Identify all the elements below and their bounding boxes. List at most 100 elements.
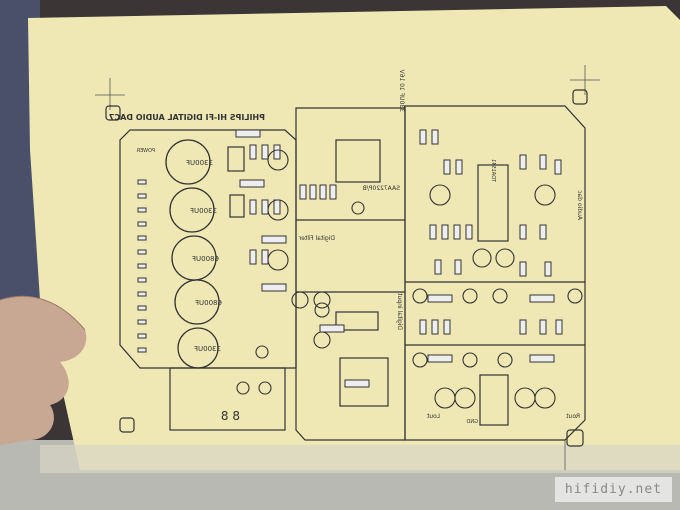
component-footprint <box>539 319 547 335</box>
component-footprint <box>431 319 439 335</box>
digital-input-label: Digital input <box>396 293 403 330</box>
component-footprint <box>555 319 563 335</box>
component-footprint <box>137 179 147 185</box>
capacitor-footprint <box>412 352 428 368</box>
component-footprint <box>273 144 281 160</box>
component-footprint <box>519 261 527 277</box>
component-footprint <box>529 354 555 363</box>
cap-label: 6800UF <box>192 255 219 263</box>
ics <box>227 139 509 426</box>
component-footprint <box>465 224 473 240</box>
capacitor-footprint <box>567 288 583 304</box>
component-footprint <box>137 235 147 241</box>
capacitor-footprint <box>412 288 428 304</box>
component-footprint <box>429 224 437 240</box>
component-footprint <box>519 319 527 335</box>
component-footprint <box>419 319 427 335</box>
component-footprint <box>249 199 257 215</box>
component-footprint <box>261 249 269 265</box>
component-footprint <box>519 224 527 240</box>
digital-board-outline <box>295 107 406 441</box>
component-footprint <box>137 193 147 199</box>
capacitor-footprint <box>314 302 330 318</box>
component-footprint <box>453 224 461 240</box>
component-footprint <box>431 129 439 145</box>
component-footprint <box>539 154 547 170</box>
capacitor-footprint <box>236 381 250 395</box>
capacitor-footprint <box>534 387 556 409</box>
component-footprint <box>539 224 547 240</box>
component-footprint <box>261 283 287 292</box>
cap-label: 3300UF <box>194 345 221 353</box>
component-footprint <box>137 291 147 297</box>
capacitor-footprint <box>454 387 476 409</box>
capacitor-footprint <box>534 184 556 206</box>
dac-chip-label: TDA1541 <box>490 159 496 183</box>
component-footprint <box>261 144 269 160</box>
component-footprint <box>344 379 370 388</box>
component-footprint <box>427 354 453 363</box>
small-components <box>137 129 563 388</box>
component-footprint <box>427 294 453 303</box>
component-footprint <box>455 159 463 175</box>
capacitor-footprint <box>313 291 331 309</box>
component-footprint <box>554 159 562 175</box>
capacitor-footprint <box>492 288 508 304</box>
display-digits: 8 8 <box>221 409 240 423</box>
component-footprint <box>235 129 261 138</box>
component-footprint <box>443 319 451 335</box>
component-footprint <box>137 333 147 339</box>
component-footprint <box>434 259 442 275</box>
component-footprint <box>249 249 257 265</box>
component-footprint <box>329 184 337 200</box>
capacitor-footprint <box>351 201 365 215</box>
component-footprint <box>441 224 449 240</box>
small-capacitors <box>236 149 583 409</box>
gnd-label: GND <box>466 419 478 425</box>
component-footprint <box>137 249 147 255</box>
capacitor-footprint <box>258 381 272 395</box>
capacitor-footprint <box>255 345 269 359</box>
component-footprint <box>261 199 269 215</box>
component-footprint <box>309 184 317 200</box>
board-title: PHILIPS HI-FI DIGITAL AUDIO DAC7 <box>109 113 265 122</box>
capacitor-footprint <box>291 291 309 309</box>
component-footprint <box>273 199 281 215</box>
component-footprint <box>261 235 287 244</box>
capacitor-footprint <box>495 248 515 268</box>
display-board <box>169 367 286 431</box>
watermark: hifidiy.net <box>554 477 672 502</box>
component-footprint <box>519 154 527 170</box>
capacitor-footprint <box>429 184 451 206</box>
component-footprint <box>419 129 427 145</box>
cap-label: 3300UF <box>186 159 213 167</box>
component-footprint <box>137 221 147 227</box>
cap-note: 330UF 10 16V <box>398 69 405 112</box>
power-label: POWER <box>136 148 155 154</box>
component-footprint <box>137 263 147 269</box>
capacitor-footprint <box>462 352 478 368</box>
cap-label: 3300UF <box>190 207 217 215</box>
capacitor-footprint <box>267 149 289 171</box>
capacitor-footprint <box>267 199 289 221</box>
filter-capacitors <box>165 139 220 369</box>
component-footprint <box>454 259 462 275</box>
lout-label: Lout <box>426 413 440 420</box>
component-footprint <box>319 184 327 200</box>
capacitor-footprint <box>497 352 513 368</box>
capacitor-footprint <box>462 288 478 304</box>
component-footprint <box>249 144 257 160</box>
dac-board-outline <box>404 105 586 441</box>
component-footprint <box>544 261 552 277</box>
component-footprint <box>443 159 451 175</box>
component-footprint <box>299 184 307 200</box>
component-footprint <box>137 207 147 213</box>
capacitor-footprint <box>313 331 331 349</box>
component-footprint <box>137 347 147 353</box>
rout-label: Rout <box>566 413 580 420</box>
component-footprint <box>529 294 555 303</box>
chip-label: SAA7220P/B <box>363 185 400 192</box>
paper-sheet <box>28 6 680 470</box>
capacitor-footprint <box>267 249 289 271</box>
